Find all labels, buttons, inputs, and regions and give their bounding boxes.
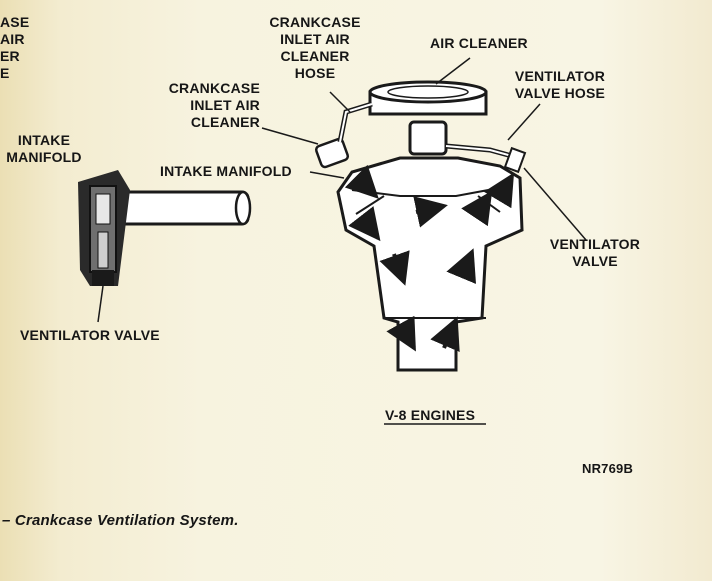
leader-lines [261, 57, 587, 241]
edge-fragment-1: ASE [0, 14, 30, 30]
intake-manifold-label: INTAKE MANIFOLD [160, 163, 292, 179]
ventilator-valve-cutaway [78, 170, 252, 323]
crankcase-inlet-air-cleaner-hose-label: CRANKCASE INLET AIR CLEANER HOSE [269, 14, 361, 81]
air-cleaner-label: AIR CLEANER [430, 35, 528, 51]
v8-engine-diagram [314, 80, 527, 372]
edge-fragment-2: AIR [0, 31, 25, 47]
ventilator-valve-hose-label: VENTILATOR VALVE HOSE [514, 68, 606, 101]
edge-fragment-4: E [0, 65, 10, 81]
ventilator-valve-label-right: VENTILATOR VALVE [549, 236, 641, 269]
intake-manifold-heading: INTAKE MANIFOLD [6, 132, 82, 165]
ventilator-valve-label-left: VENTILATOR VALVE [20, 327, 160, 343]
figure-caption: – Crankcase Ventilation System. [2, 512, 239, 529]
crankcase-inlet-air-cleaner-label: CRANKCASE INLET AIR CLEANER [168, 80, 260, 130]
edge-fragment-3: ER [0, 48, 20, 64]
figure-code: NR769B [582, 461, 634, 476]
engine-title: V-8 ENGINES [385, 407, 476, 423]
